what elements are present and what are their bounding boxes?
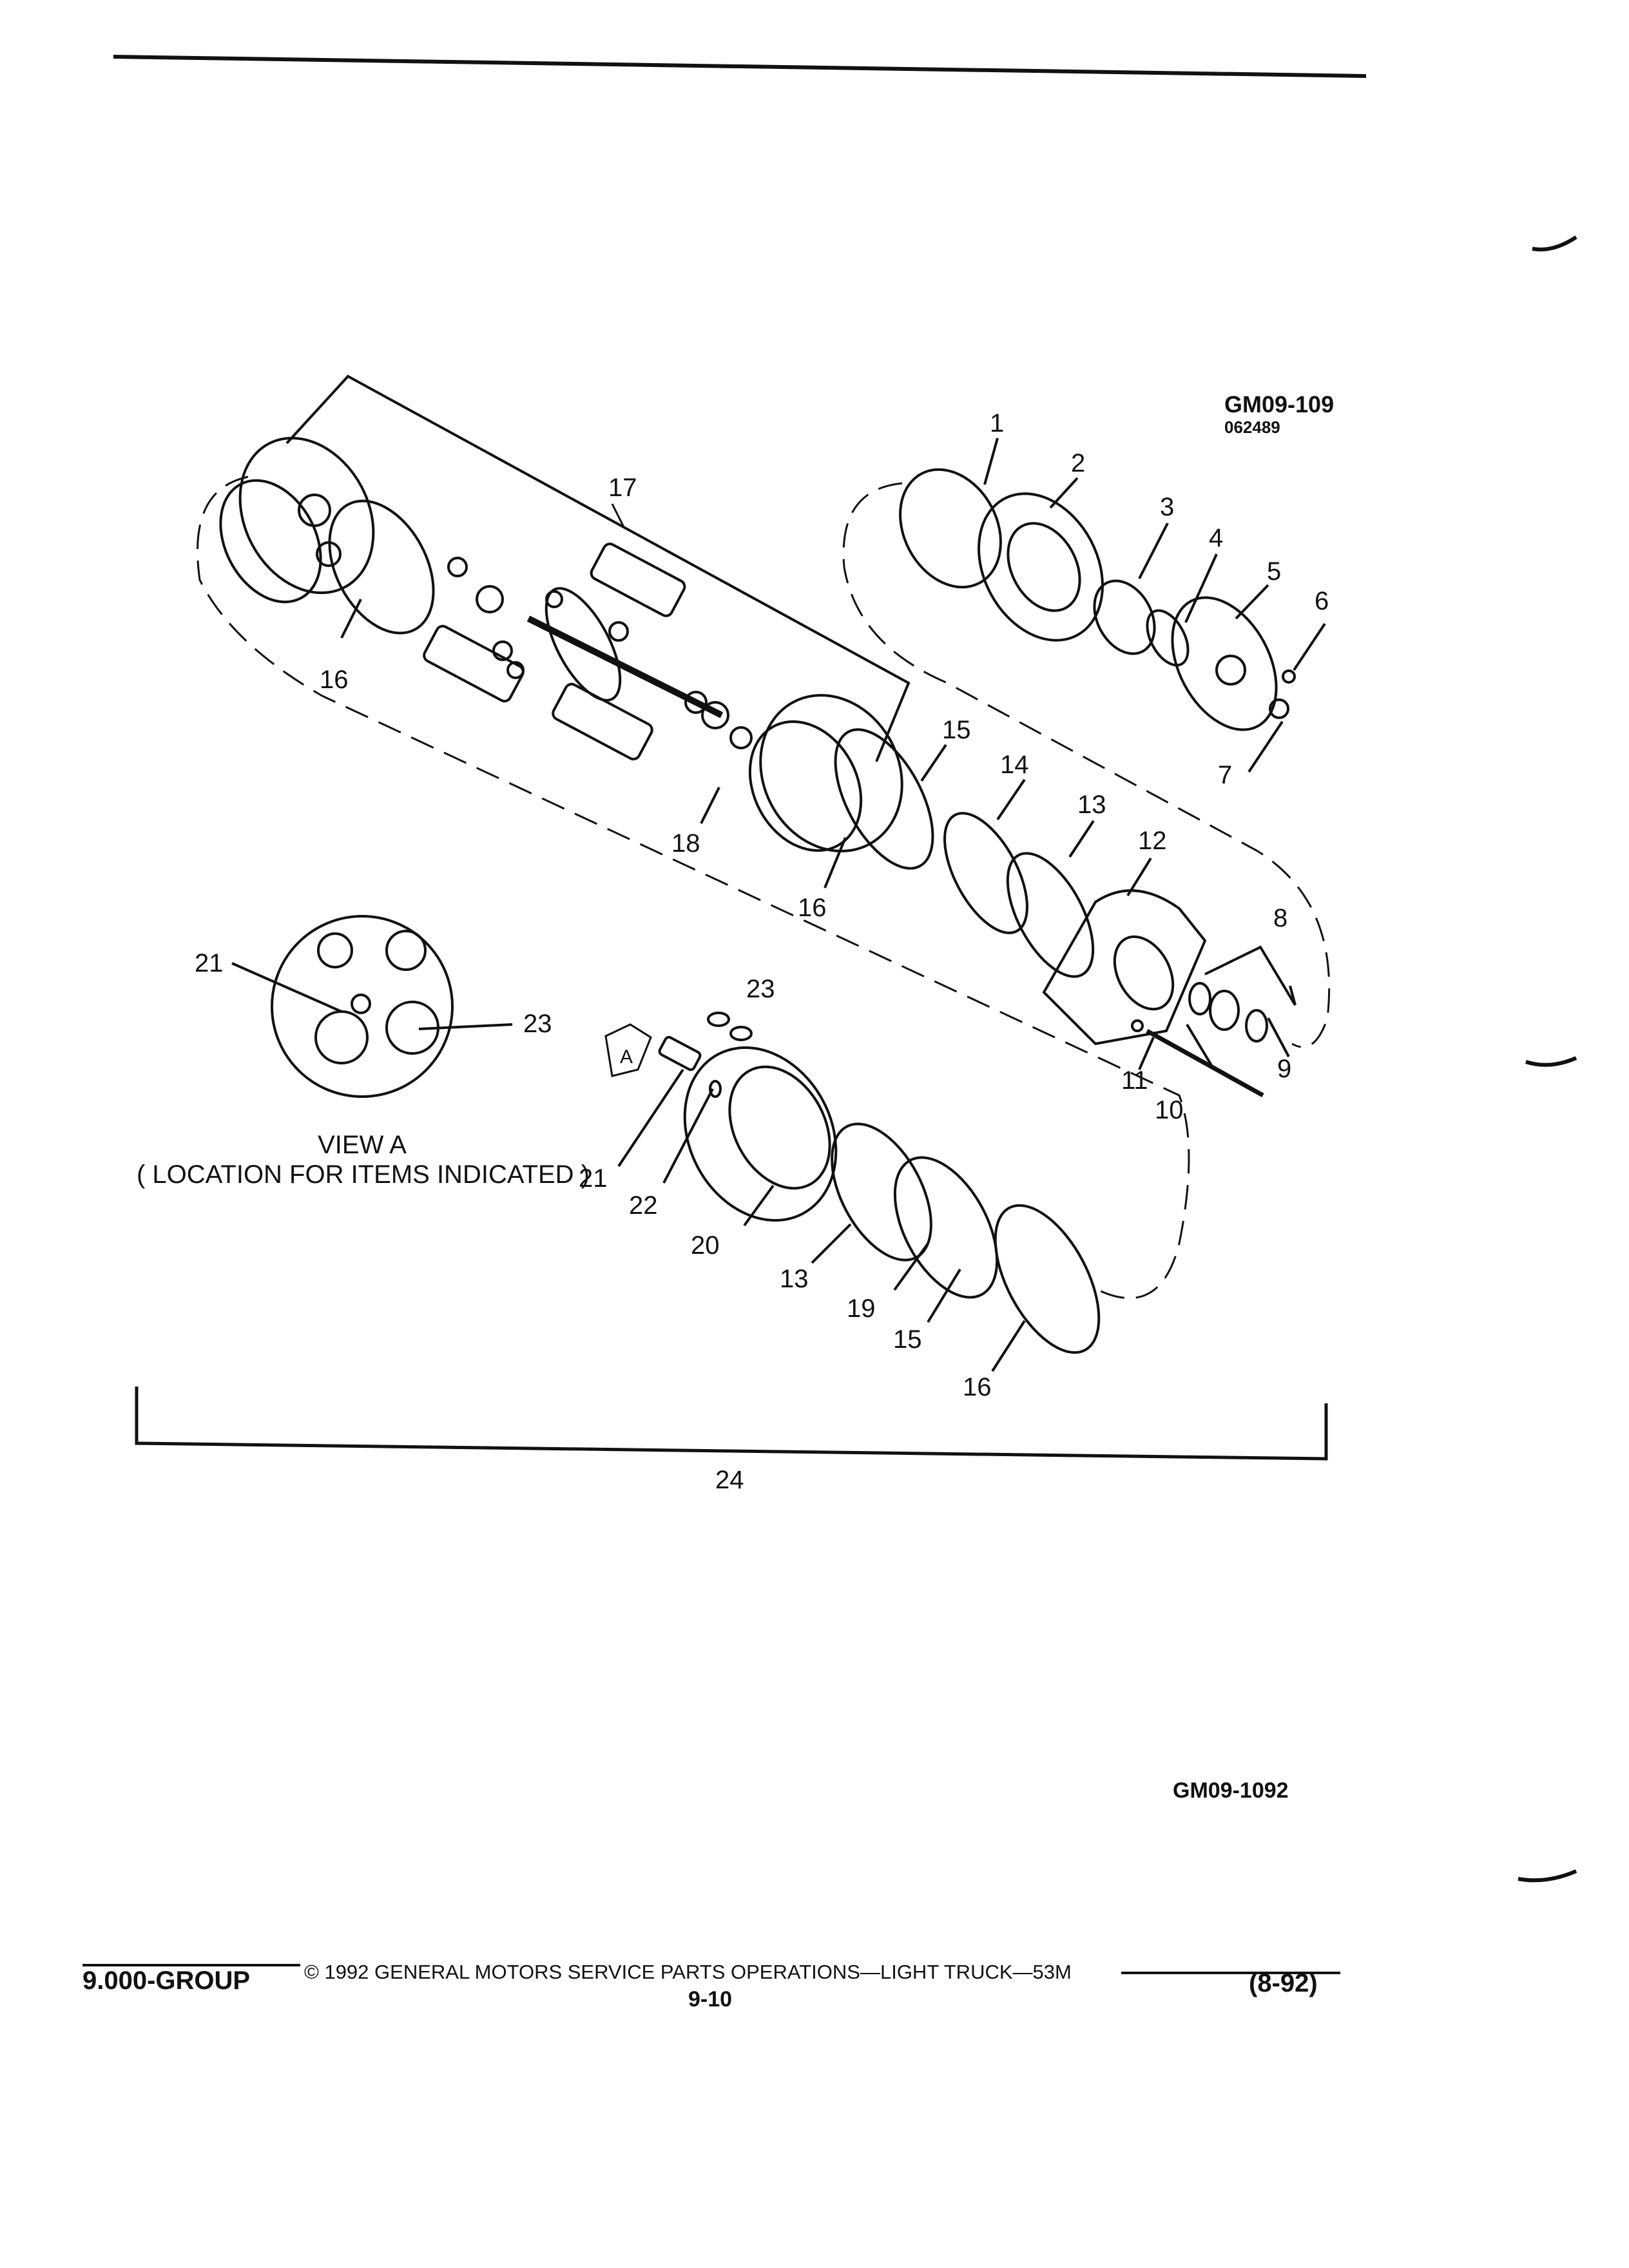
callout-8: 8 bbox=[1273, 904, 1287, 932]
callout-10: 10 bbox=[1155, 1096, 1184, 1124]
callout-2: 2 bbox=[1071, 449, 1085, 477]
callout-18: 18 bbox=[671, 829, 700, 858]
top-rule bbox=[113, 55, 1367, 78]
callout-3: 3 bbox=[1160, 493, 1174, 521]
copyright-line: © 1992 GENERAL MOTORS SERVICE PARTS OPER… bbox=[304, 1961, 1072, 1983]
o-ring-16 bbox=[328, 499, 435, 635]
pulley-2 bbox=[978, 492, 1104, 642]
callout-16-lower: 16 bbox=[963, 1373, 992, 1401]
callout-22: 22 bbox=[629, 1191, 658, 1220]
o-ring-22 bbox=[709, 1080, 722, 1098]
view-a-arrow bbox=[604, 1023, 652, 1077]
callout-15-upper: 15 bbox=[942, 716, 971, 744]
bearing-3 bbox=[1093, 579, 1156, 655]
clutch-plate-hub-5 bbox=[1171, 596, 1278, 731]
leader-view-23 bbox=[418, 1023, 513, 1030]
callout-21: 21 bbox=[579, 1164, 608, 1193]
figure-date: 062489 bbox=[1224, 418, 1280, 437]
phantom-line bbox=[842, 482, 1331, 1048]
drawing-number: GM09-1092 bbox=[1173, 1778, 1289, 1803]
o-ring-16-lower bbox=[994, 1204, 1101, 1354]
shim-6 bbox=[1282, 669, 1296, 684]
callout-6: 6 bbox=[1315, 587, 1329, 615]
callout-19: 19 bbox=[847, 1294, 876, 1323]
clutch-coil-1 bbox=[899, 468, 1002, 589]
washer-23b bbox=[729, 1026, 753, 1041]
cylinder-front-half bbox=[748, 694, 903, 852]
view-a-detail bbox=[271, 915, 454, 1098]
valve-plate-15 bbox=[834, 728, 934, 870]
gasket-13-lower bbox=[831, 1122, 932, 1262]
callout-24: 24 bbox=[715, 1466, 744, 1494]
leader-view-21 bbox=[231, 962, 342, 1013]
washer-23a bbox=[707, 1012, 730, 1027]
rear-head-housing bbox=[219, 436, 375, 604]
cylinder-rear-half-20 bbox=[683, 1046, 838, 1222]
callout-11: 11 bbox=[1121, 1066, 1148, 1095]
binding-mark bbox=[1518, 1869, 1577, 1883]
page-number: 9-10 bbox=[688, 1987, 733, 2012]
balls-and-shoes bbox=[447, 557, 753, 749]
front-head-12 bbox=[1042, 889, 1207, 1046]
bracket-8 bbox=[1204, 945, 1296, 1006]
callout-4: 4 bbox=[1209, 524, 1223, 552]
callout-17: 17 bbox=[608, 474, 637, 502]
view-a-title: VIEW A bbox=[318, 1131, 407, 1159]
revision-code: (8-92) bbox=[1249, 1969, 1318, 1997]
phantom-line bbox=[197, 476, 1190, 1300]
callout-23-view: 23 bbox=[523, 1010, 552, 1038]
binding-mark bbox=[1525, 1056, 1577, 1067]
callout-14: 14 bbox=[1000, 751, 1029, 779]
callout-20: 20 bbox=[691, 1231, 720, 1260]
reed-valve-14 bbox=[943, 812, 1028, 934]
callout-13-upper: 13 bbox=[1077, 791, 1106, 819]
view-a-arrow-letter: A bbox=[620, 1046, 633, 1068]
figure-code: GM09-109 bbox=[1224, 391, 1334, 418]
callout-16-mid: 16 bbox=[798, 894, 827, 922]
valve-plate-19 bbox=[893, 1156, 999, 1299]
callout-7: 7 bbox=[1218, 761, 1232, 789]
callout-9: 9 bbox=[1277, 1055, 1291, 1083]
callout-16-left: 16 bbox=[320, 666, 349, 694]
piston-assembly bbox=[423, 543, 686, 761]
group-label: 9.000-GROUP bbox=[82, 1966, 251, 1995]
callout-15-lower: 15 bbox=[893, 1325, 922, 1354]
switch-21 bbox=[658, 1035, 702, 1072]
callout-23: 23 bbox=[746, 975, 775, 1003]
callout-5: 5 bbox=[1267, 557, 1281, 586]
callout-21-view: 21 bbox=[195, 949, 224, 977]
retainer-ring-4 bbox=[1146, 609, 1190, 667]
gasket-13 bbox=[1006, 852, 1095, 978]
callout-13-lower: 13 bbox=[780, 1265, 809, 1293]
swash-plate-shaft bbox=[526, 587, 724, 718]
callout-12: 12 bbox=[1138, 827, 1167, 855]
nut-7 bbox=[1269, 698, 1289, 719]
bracket-24 bbox=[135, 1387, 1328, 1461]
binding-mark bbox=[1532, 235, 1577, 252]
through-bolt-10 bbox=[1146, 1028, 1264, 1098]
view-a-subtitle: ( LOCATION FOR ITEMS INDICATED ) bbox=[137, 1160, 590, 1189]
bracket-17 bbox=[285, 374, 911, 762]
callout-1: 1 bbox=[990, 409, 1004, 437]
